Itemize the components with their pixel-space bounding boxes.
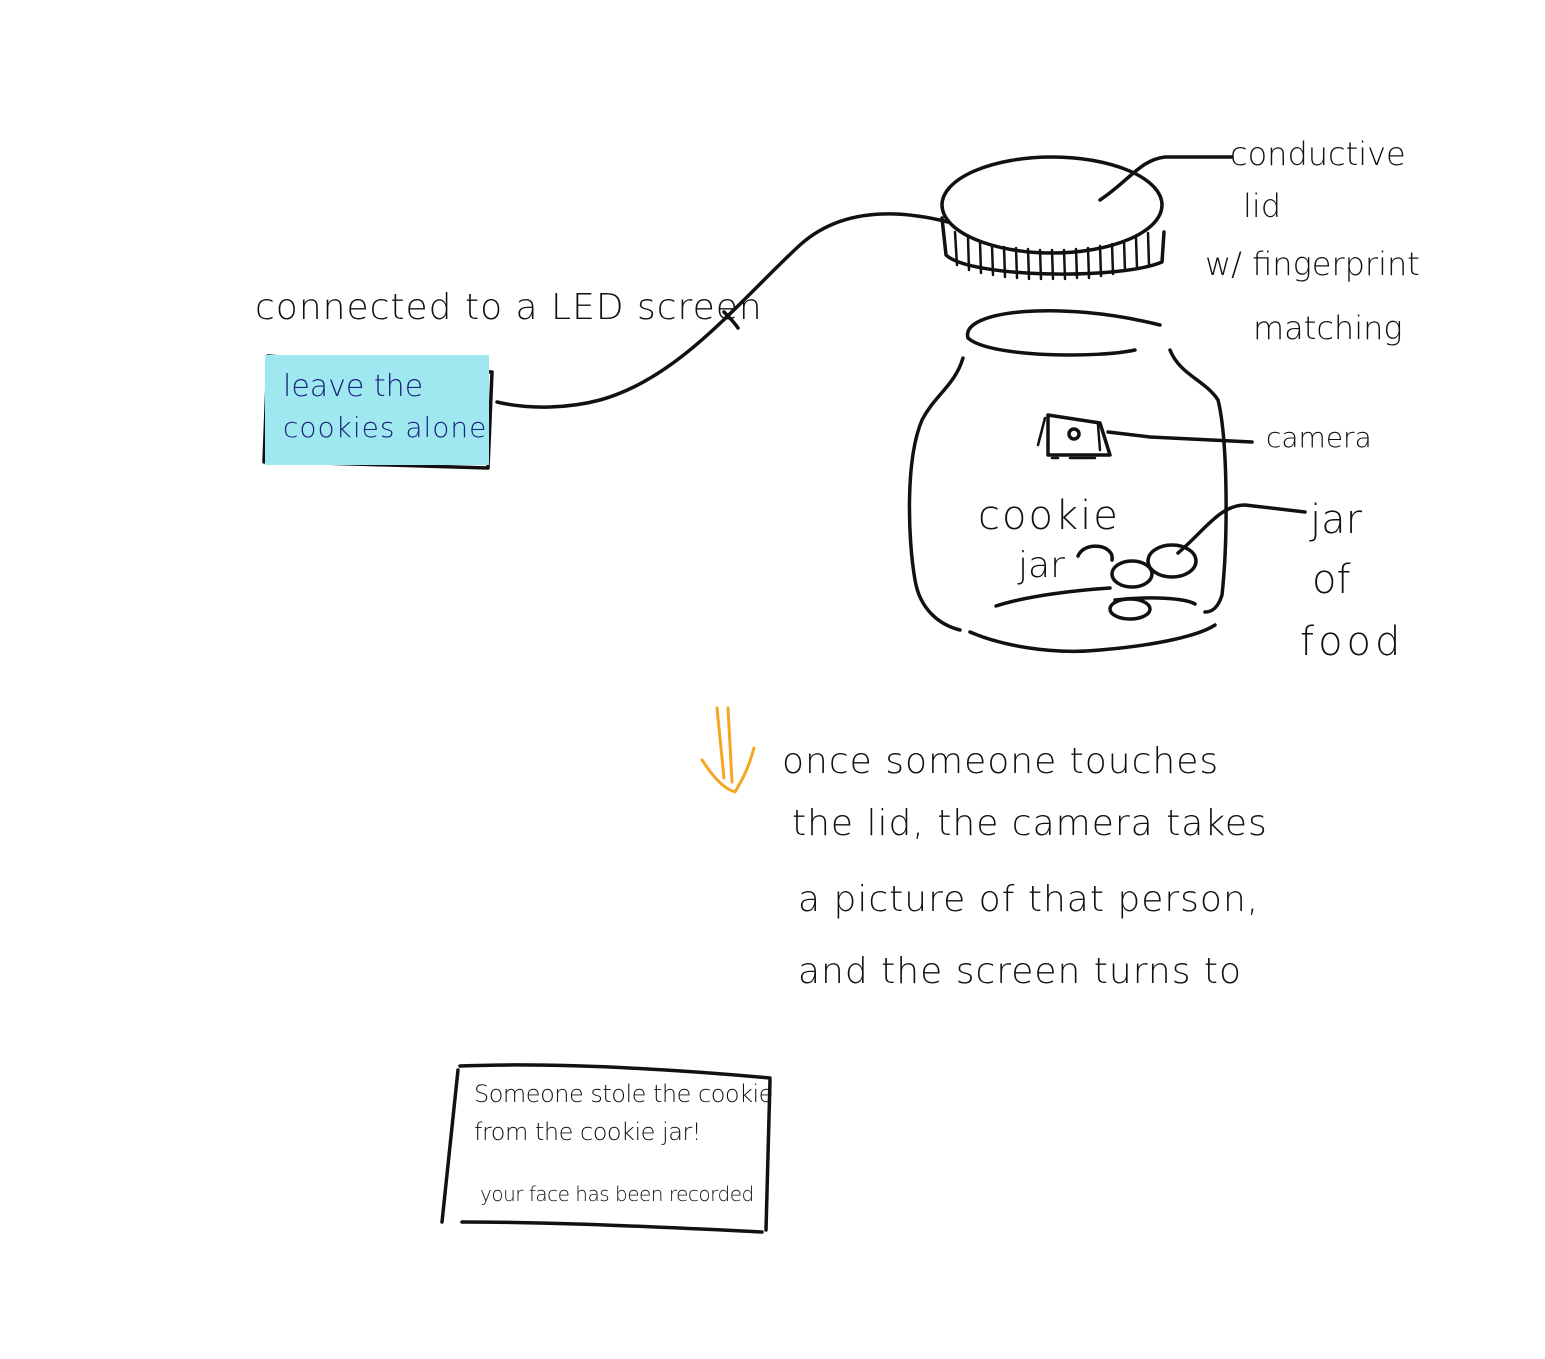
camera-details xyxy=(1036,416,1102,460)
connecting-wire xyxy=(495,212,950,409)
jar-label-line-2: jar xyxy=(1018,545,1065,586)
note-line-2: the lid, the camera takes xyxy=(792,803,1268,844)
cookie-4 xyxy=(1076,544,1114,562)
jar-body xyxy=(907,348,1228,654)
cookie-3 xyxy=(1108,597,1152,621)
led-screen-before xyxy=(265,355,489,465)
jar-label-line-1: cookie xyxy=(978,493,1120,539)
led-label-leader xyxy=(722,310,740,330)
lid-label-line-1: conductive xyxy=(1230,135,1406,173)
jar-mouth xyxy=(965,308,1162,357)
arrow-icon xyxy=(700,706,756,794)
cookie-1 xyxy=(1146,543,1198,579)
cookie-pile xyxy=(994,586,1197,608)
note-line-1: once someone touches xyxy=(782,741,1220,782)
camera-body xyxy=(1046,413,1112,457)
food-label-line-2: of xyxy=(1312,557,1351,603)
camera-leader xyxy=(1106,430,1254,444)
lid-label-leader xyxy=(1098,155,1234,202)
jar-food-leader xyxy=(1176,503,1307,555)
screen-after-line-2: from the cookie jar! xyxy=(474,1118,701,1146)
food-label-line-3: food xyxy=(1300,619,1405,665)
screen-after-box xyxy=(440,1063,772,1234)
lid-top xyxy=(940,155,1164,255)
screen-before-line-2: cookies alone xyxy=(283,411,488,444)
note-line-3: a picture of that person, xyxy=(798,879,1260,920)
camera-lens xyxy=(1067,427,1081,441)
camera-label: camera xyxy=(1266,421,1372,454)
cookie-2 xyxy=(1110,559,1154,589)
lid-ridges xyxy=(953,230,1151,281)
lid-label-line-2: lid xyxy=(1243,187,1282,225)
note-line-4: and the screen turns to xyxy=(798,951,1243,992)
food-label-line-1: jar xyxy=(1310,497,1363,543)
screen-after-line-3: your face has been recorded xyxy=(480,1182,754,1206)
lid-label-line-4: matching xyxy=(1253,309,1403,347)
lid-label-line-3: w/ fingerprint xyxy=(1205,245,1420,283)
screen-after-line-1: Someone stole the cookie xyxy=(474,1080,773,1108)
screen-before-line-1: leave the xyxy=(283,369,424,404)
led-screen-label: connected to a LED screen xyxy=(255,287,763,328)
